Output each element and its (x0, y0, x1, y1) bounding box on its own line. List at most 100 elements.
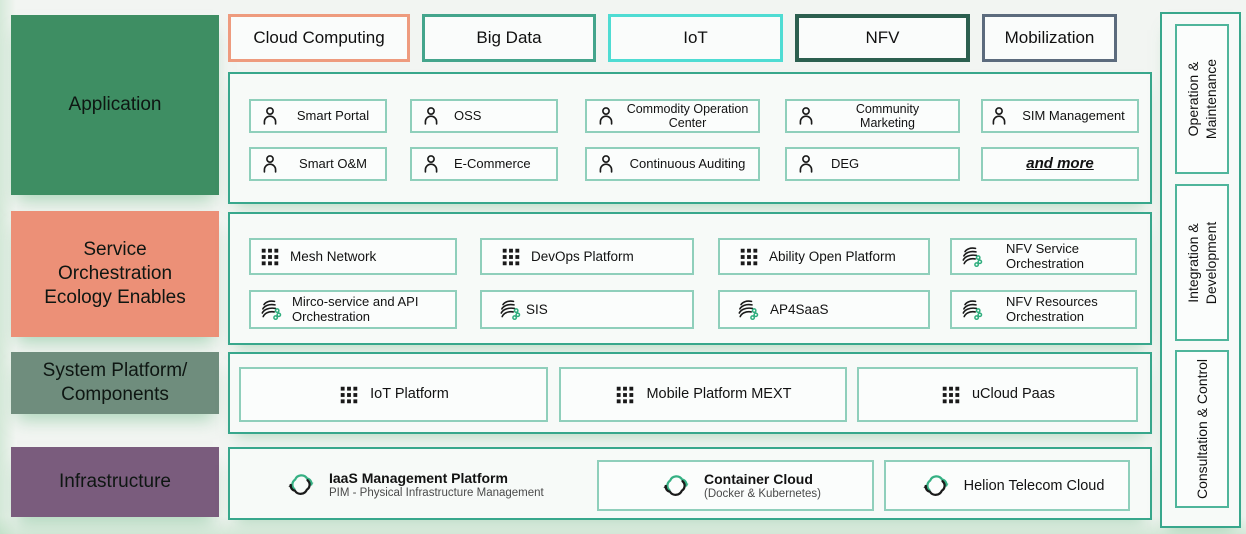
sys-item-iot-platform: IoT Platform (239, 367, 548, 422)
sidebar-item-operation-maintenance: Operation & Maintenance (1175, 24, 1229, 174)
tag-iot: IoT (608, 14, 783, 62)
person-icon (420, 153, 442, 175)
tag-label: Cloud Computing (253, 28, 385, 47)
person-icon (988, 105, 1010, 127)
person-icon (595, 153, 617, 175)
infrastructure-panel: IaaS Management Platform PIM - Physical … (228, 447, 1152, 520)
app-item-deg: DEG (785, 147, 960, 181)
item-label: SIS (526, 301, 548, 317)
person-icon (595, 105, 617, 127)
infra-item-container-cloud: Container Cloud (Docker & Kubernetes) (597, 460, 874, 511)
layer-label-infrastructure: Infrastructure (11, 447, 219, 517)
sidebar-item-integration-development: Integration & Development (1175, 184, 1229, 341)
orchestration-icon (960, 298, 984, 322)
item-label: AP4SaaS (770, 301, 829, 317)
tag-big-data: Big Data (422, 14, 596, 62)
svc-item-sis: SIS (480, 290, 694, 329)
item-label: Mobile Platform MEXT (646, 386, 792, 403)
app-item-smart-om: Smart O&M (249, 147, 387, 181)
item-label: Ability Open Platform (769, 248, 896, 264)
item-label: uCloud Paas (971, 386, 1056, 403)
app-item-e-commerce: E-Commerce (410, 147, 558, 181)
layer-label-text: Service Orchestration Ecology Enables (44, 239, 186, 308)
grid-icon (259, 246, 281, 268)
app-item-sim-management: SIM Management (981, 99, 1139, 133)
grid-icon (500, 246, 522, 268)
grid-icon (614, 384, 636, 406)
sidebar-item-label: Operation & Maintenance (1184, 58, 1219, 140)
orchestration-icon (960, 245, 984, 269)
service-orchestration-panel: Mesh Network DevOps Platform Ability Ope… (228, 212, 1152, 345)
app-item-continuous-auditing: Continuous Auditing (585, 147, 760, 181)
svc-item-micro-service-api-orchestration: Mirco-service and API Orchestration (249, 290, 457, 329)
item-label: Continuous Auditing (629, 155, 746, 171)
grid-icon (738, 246, 760, 268)
item-label: Community Marketing (855, 101, 920, 130)
item-label: DevOps Platform (531, 248, 634, 264)
item-label: and more (1026, 155, 1094, 173)
orchestration-icon (498, 298, 522, 322)
person-icon (259, 153, 281, 175)
cloud-sync-icon (920, 472, 952, 499)
item-label: Smart Portal (296, 107, 370, 123)
item-title: Helion Telecom Cloud (963, 477, 1105, 494)
item-subtitle: (Docker & Kubernetes) (704, 488, 821, 500)
item-title: IaaS Management Platform (329, 470, 508, 486)
app-item-oss: OSS (410, 99, 558, 133)
layer-label-text: System Platform/ Components (42, 360, 188, 405)
person-icon (795, 153, 817, 175)
orchestration-icon (736, 298, 760, 322)
tag-mobilization: Mobilization (982, 14, 1117, 62)
item-label: NFV Resources Orchestration (1006, 293, 1098, 324)
sys-item-mobile-platform-mext: Mobile Platform MEXT (559, 367, 847, 422)
sys-item-ucloud-paas: uCloud Paas (857, 367, 1138, 422)
orchestration-icon (259, 298, 283, 322)
app-item-smart-portal: Smart Portal (249, 99, 387, 133)
layer-label-system-platform: System Platform/ Components (11, 352, 219, 414)
item-label: IoT Platform (370, 386, 449, 403)
app-item-and-more: and more (981, 147, 1139, 181)
tag-label: NFV (865, 28, 900, 47)
svc-item-mesh-network: Mesh Network (249, 238, 457, 275)
infra-item-iaas-management-platform: IaaS Management Platform PIM - Physical … (275, 457, 544, 512)
person-icon (259, 105, 281, 127)
svc-item-devops-platform: DevOps Platform (480, 238, 694, 275)
tag-cloud-computing: Cloud Computing (228, 14, 410, 62)
item-label: DEG (831, 155, 860, 171)
item-label: Smart O&M (299, 155, 367, 171)
sidebar-item-label: Consultation & Control (1193, 358, 1210, 500)
grid-icon (940, 384, 962, 406)
person-icon (420, 105, 442, 127)
tag-nfv: NFV (795, 14, 970, 62)
tag-label: Big Data (476, 28, 542, 47)
svc-item-nfv-service-orchestration: NFV Service Orchestration (950, 238, 1137, 275)
sidebar-item-label: Integration & Development (1184, 221, 1219, 304)
item-subtitle: PIM - Physical Infrastructure Management (329, 487, 544, 499)
item-label: Mirco-service and API Orchestration (292, 293, 419, 324)
layer-label-service-orchestration: Service Orchestration Ecology Enables (11, 211, 219, 337)
tag-label: IoT (683, 28, 708, 47)
cloud-sync-icon (285, 471, 317, 498)
svc-item-ability-open-platform: Ability Open Platform (718, 238, 930, 275)
svc-item-nfv-resources-orchestration: NFV Resources Orchestration (950, 290, 1137, 329)
person-icon (795, 105, 817, 127)
item-label: Commodity Operation Center (626, 101, 749, 130)
system-platform-panel: IoT Platform Mobile Platform MEXT uCloud… (228, 352, 1152, 434)
item-title: Container Cloud (704, 471, 813, 487)
cloud-sync-icon (660, 472, 692, 499)
item-label: Mesh Network (290, 248, 377, 264)
svc-item-ap4saas: AP4SaaS (718, 290, 930, 329)
grid-icon (338, 384, 360, 406)
app-item-community-marketing: Community Marketing (785, 99, 960, 133)
sidebar-item-consultation-control: Consultation & Control (1175, 350, 1229, 508)
layer-label-text: Infrastructure (59, 471, 171, 493)
app-item-commodity-operation-center: Commodity Operation Center (585, 99, 760, 133)
infra-item-helion-telecom-cloud: Helion Telecom Cloud (884, 460, 1130, 511)
item-label: OSS (454, 107, 482, 123)
application-panel: Smart Portal OSS Commodity Operation Cen… (228, 72, 1152, 204)
layer-label-text: Application (68, 94, 162, 116)
lifecycle-sidebar: Operation & Maintenance Integration & De… (1160, 12, 1241, 528)
item-label: NFV Service Orchestration (1006, 240, 1085, 271)
layer-label-application: Application (11, 15, 219, 195)
